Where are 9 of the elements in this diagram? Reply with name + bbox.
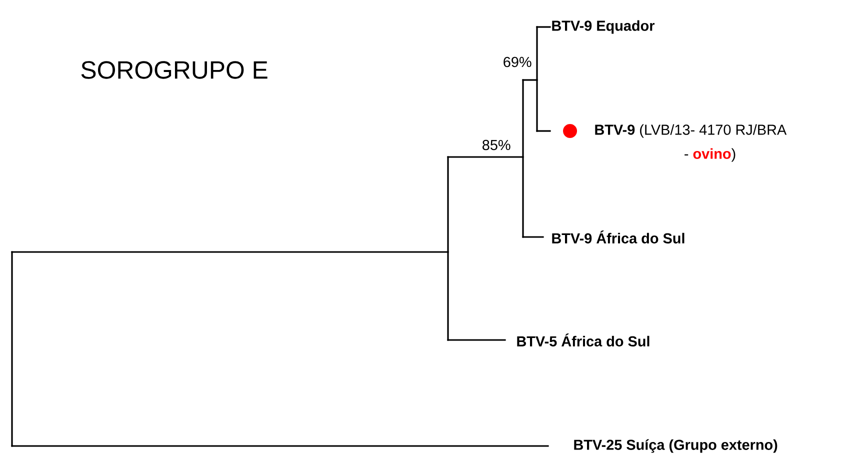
bootstrap-value: 85% xyxy=(482,140,510,150)
taxon-label: BTV-9 Equador xyxy=(552,20,655,34)
taxon-label: BTV-9 África do Sul xyxy=(552,230,684,244)
taxon-label: - ovino) xyxy=(684,148,736,162)
taxon-label: BTV-5 África do Sul xyxy=(517,334,650,346)
title: SOROGRUPO E xyxy=(81,61,268,79)
bootstrap-value: 69% xyxy=(504,56,532,68)
taxon-label: BTV-25 Suíça (Grupo externo) xyxy=(574,439,778,453)
taxon-label: BTV-9 (LVB/13- 4170 RJ/BRA xyxy=(595,124,787,138)
